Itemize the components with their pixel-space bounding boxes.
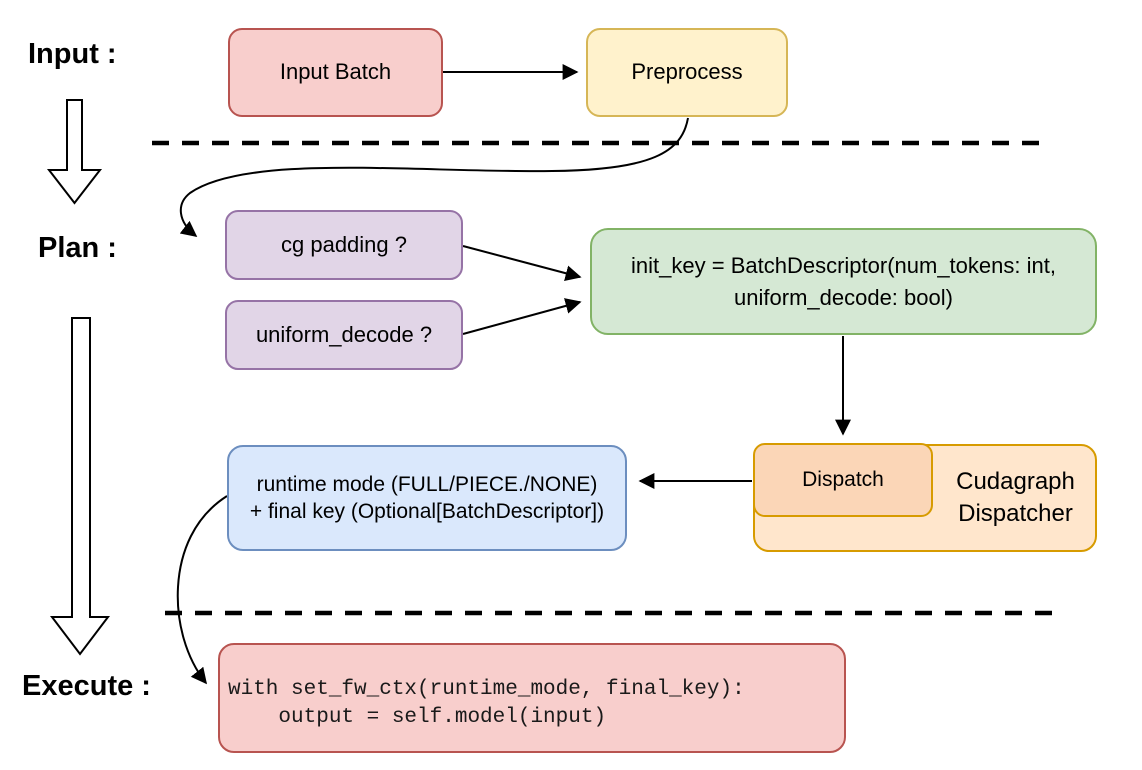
execute-code-line2: output = self.model(input)	[228, 706, 607, 729]
node-init-key-line2: uniform_decode: bool)	[734, 284, 953, 310]
node-init-key: init_key = BatchDescriptor(num_tokens: i…	[590, 228, 1097, 335]
stage-label-plan: Plan :	[38, 232, 117, 264]
node-runtime-mode-result: runtime mode (FULL/PIECE./NONE) + final …	[227, 445, 627, 551]
connector-preprocess-cgpadding	[179, 117, 689, 237]
node-dispatch-label: Dispatch	[802, 468, 884, 492]
node-cg-padding: cg padding ?	[225, 210, 463, 280]
node-input-batch-label: Input Batch	[279, 59, 392, 85]
node-cudagraph-dispatcher-label: Cudagraph Dispatcher	[938, 466, 1093, 530]
stage-label-input: Input :	[28, 38, 117, 70]
node-init-key-line1: init_key = BatchDescriptor(num_tokens: i…	[631, 252, 1056, 278]
cudagraph-label-line1: Cudagraph	[956, 468, 1075, 495]
stage-label-execute: Execute :	[22, 670, 151, 702]
node-cg-padding-label: cg padding ?	[281, 231, 407, 257]
node-uniform-decode-label: uniform_decode ?	[255, 321, 433, 347]
connector-cgpadding-initkey	[462, 245, 582, 282]
node-uniform-decode: uniform_decode ?	[225, 300, 463, 370]
down-arrow-icon-input	[46, 99, 103, 205]
connector-uniformdecode-initkey	[462, 298, 582, 335]
connector-runtime-execute	[176, 495, 228, 685]
node-runtime-line1: runtime mode (FULL/PIECE./NONE)	[256, 473, 598, 496]
node-execute-code: with set_fw_ctx(runtime_mode, final_key)…	[218, 643, 846, 753]
node-input-batch: Input Batch	[228, 28, 443, 117]
down-arrow-icon-plan-execute	[49, 317, 111, 656]
node-runtime-line2: + final key (Optional[BatchDescriptor])	[249, 500, 605, 523]
node-preprocess: Preprocess	[586, 28, 788, 117]
node-preprocess-label: Preprocess	[631, 59, 743, 85]
execute-code-line1: with set_fw_ctx(runtime_mode, final_key)…	[228, 678, 745, 701]
cudagraph-label-line2: Dispatcher	[958, 500, 1073, 527]
node-dispatch: Dispatch	[753, 443, 933, 517]
